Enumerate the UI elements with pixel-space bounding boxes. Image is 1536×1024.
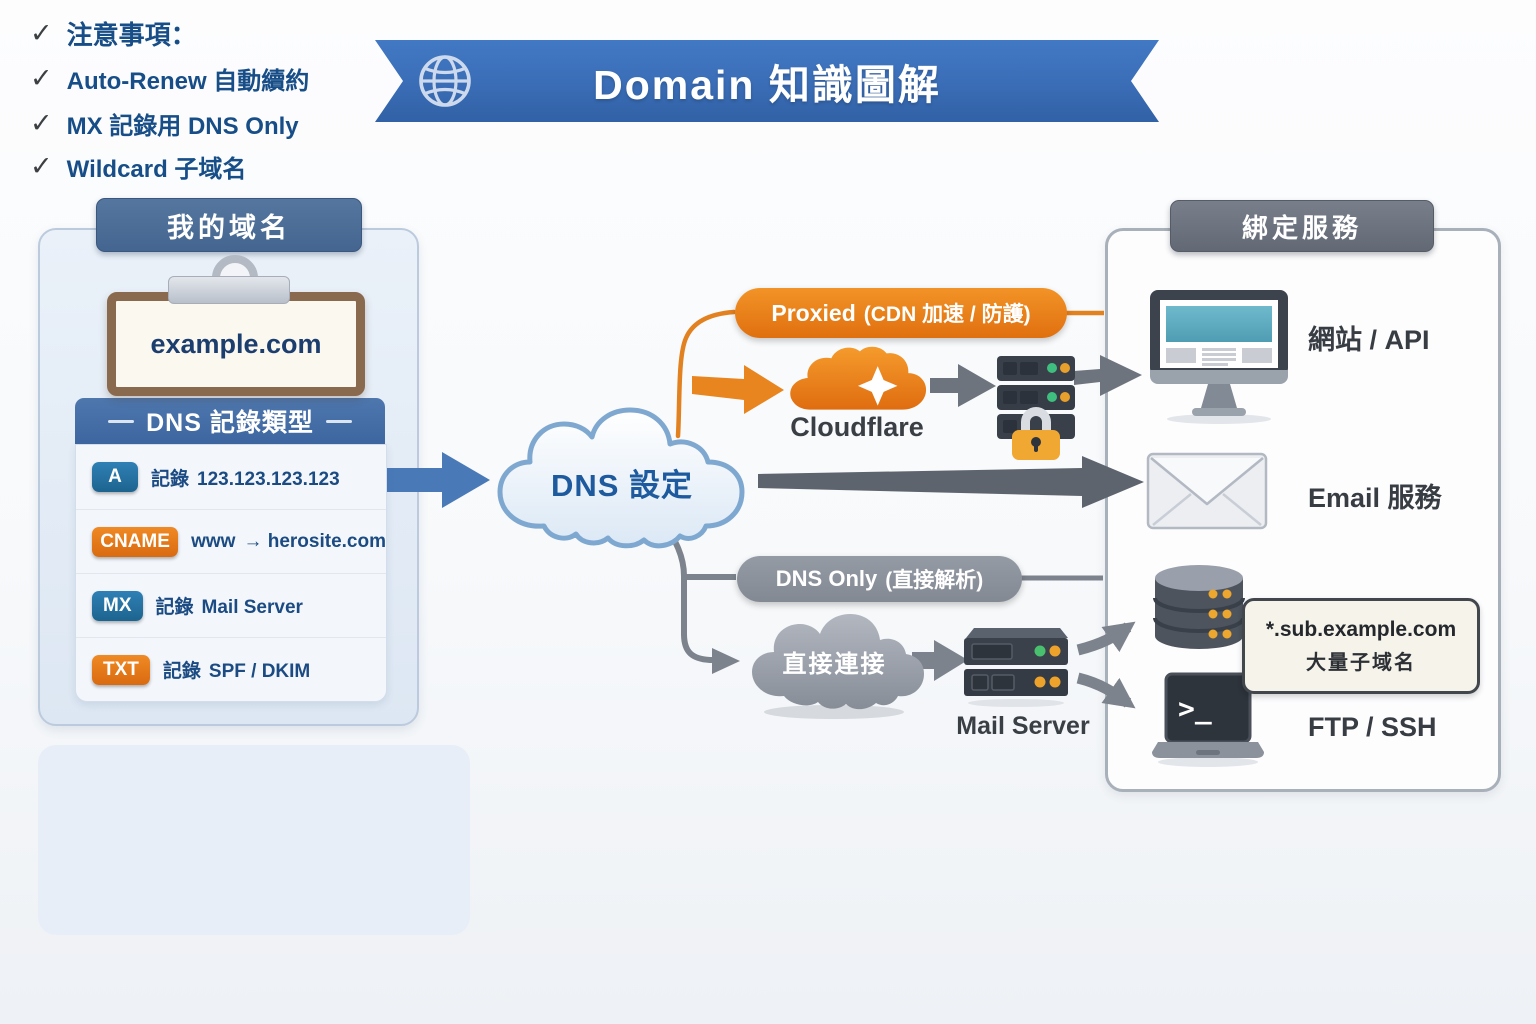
record-type-badge: CNAME [92, 526, 179, 557]
ftp-ssh-label: FTP / SSH [1308, 712, 1437, 742]
wildcard-domain: *.sub.example.com [1265, 617, 1457, 641]
record-type-badge: TXT [92, 654, 150, 685]
note-text: Auto-Renew 自動續約 [66, 68, 310, 95]
direct-connect-label: 直接連接 [782, 651, 887, 678]
direct-connect-cloud-icon [752, 614, 924, 719]
cloudflare-logo-icon [790, 346, 927, 410]
dns-record-row: TXT 記錄 SPF / DKIM [76, 637, 386, 701]
dns-record-row: MX 記錄 Mail Server [76, 573, 386, 637]
note-item: ✓ Wildcard 子域名 [30, 149, 246, 184]
mail-server-icon [964, 628, 1068, 707]
dns-cloud-icon [497, 407, 745, 549]
services-header: 綁定服務 [1170, 200, 1434, 252]
dns-only-banner: DNS Only (直接解析) [737, 556, 1022, 602]
record-value: → herosite.com [243, 530, 386, 552]
domain-name: example.com [150, 328, 322, 359]
terminal-icon: >_ [1152, 672, 1264, 767]
wildcard-callout: *.sub.example.com 大量子域名 [1242, 598, 1480, 694]
website-monitor-icon [1150, 290, 1288, 424]
note-item: ✓ Auto-Renew 自動續約 [30, 61, 309, 96]
check-icon: ✓ [30, 151, 53, 181]
record-label: 記錄 [151, 468, 190, 490]
secured-server-icon [997, 356, 1075, 460]
my-domain-header: 我的域名 [96, 198, 362, 252]
proxied-banner: Proxied (CDN 加速 / 防護) [735, 288, 1067, 338]
page-title: Domain 知識圖解 [593, 62, 941, 108]
record-value: 123.123.123.123 [197, 468, 340, 490]
dns-cloud-label: DNS 設定 [550, 468, 694, 503]
arrowhead-to-direct-cloud [712, 648, 740, 674]
notes-panel [38, 745, 470, 935]
terminal-prompt-glyph: >_ [1178, 692, 1212, 725]
mail-server-label: Mail Server [956, 712, 1090, 740]
dns-records-header: DNS 記錄類型 [75, 398, 385, 444]
record-label: 記錄 [162, 661, 201, 682]
check-icon: ✓ [30, 18, 53, 48]
cloudflare-label: Cloudflare [790, 412, 924, 442]
arrow-cloudflare-to-server [930, 364, 996, 407]
record-label: www [191, 530, 236, 552]
record-value: Mail Server [201, 597, 303, 618]
note-item: ✓ MX 記錄用 DNS Only [30, 106, 299, 141]
record-label: 記錄 [155, 597, 194, 618]
globe-icon [417, 53, 473, 109]
check-icon: ✓ [30, 108, 53, 138]
note-text: 注意事項： [66, 20, 197, 50]
email-label: Email 服務 [1308, 483, 1442, 513]
wildcard-caption: 大量子域名 [1306, 651, 1416, 674]
dns-records-card: A 記錄 123.123.123.123 CNAME www → herosite.… [75, 444, 387, 702]
dns-only-name: DNS Only [775, 566, 878, 591]
note-text: MX 記錄用 DNS Only [66, 113, 299, 140]
record-value: SPF / DKIM [208, 661, 311, 682]
dns-record-row: CNAME www → herosite.com [76, 509, 386, 573]
record-type-badge: MX [92, 590, 143, 621]
note-item: ✓ 注意事項： [30, 15, 197, 52]
dns-record-row: A 記錄 123.123.123.123 [76, 445, 386, 509]
check-icon: ✓ [30, 63, 53, 93]
arrow-dns-to-email [758, 456, 1144, 508]
email-envelope-icon [1146, 452, 1268, 530]
proxied-detail: (CDN 加速 / 防護) [863, 303, 1031, 326]
website-label: 網站 / API [1308, 325, 1430, 355]
proxied-name: Proxied [771, 299, 856, 326]
record-type-badge: A [92, 462, 138, 492]
note-text: Wildcard 子域名 [66, 156, 247, 183]
clipboard: example.com [107, 292, 365, 396]
clipboard-clip [168, 276, 290, 304]
dns-only-detail: (直接解析) [885, 569, 984, 592]
database-icon [1153, 565, 1245, 649]
title-banner: Domain 知識圖解 [375, 40, 1159, 122]
